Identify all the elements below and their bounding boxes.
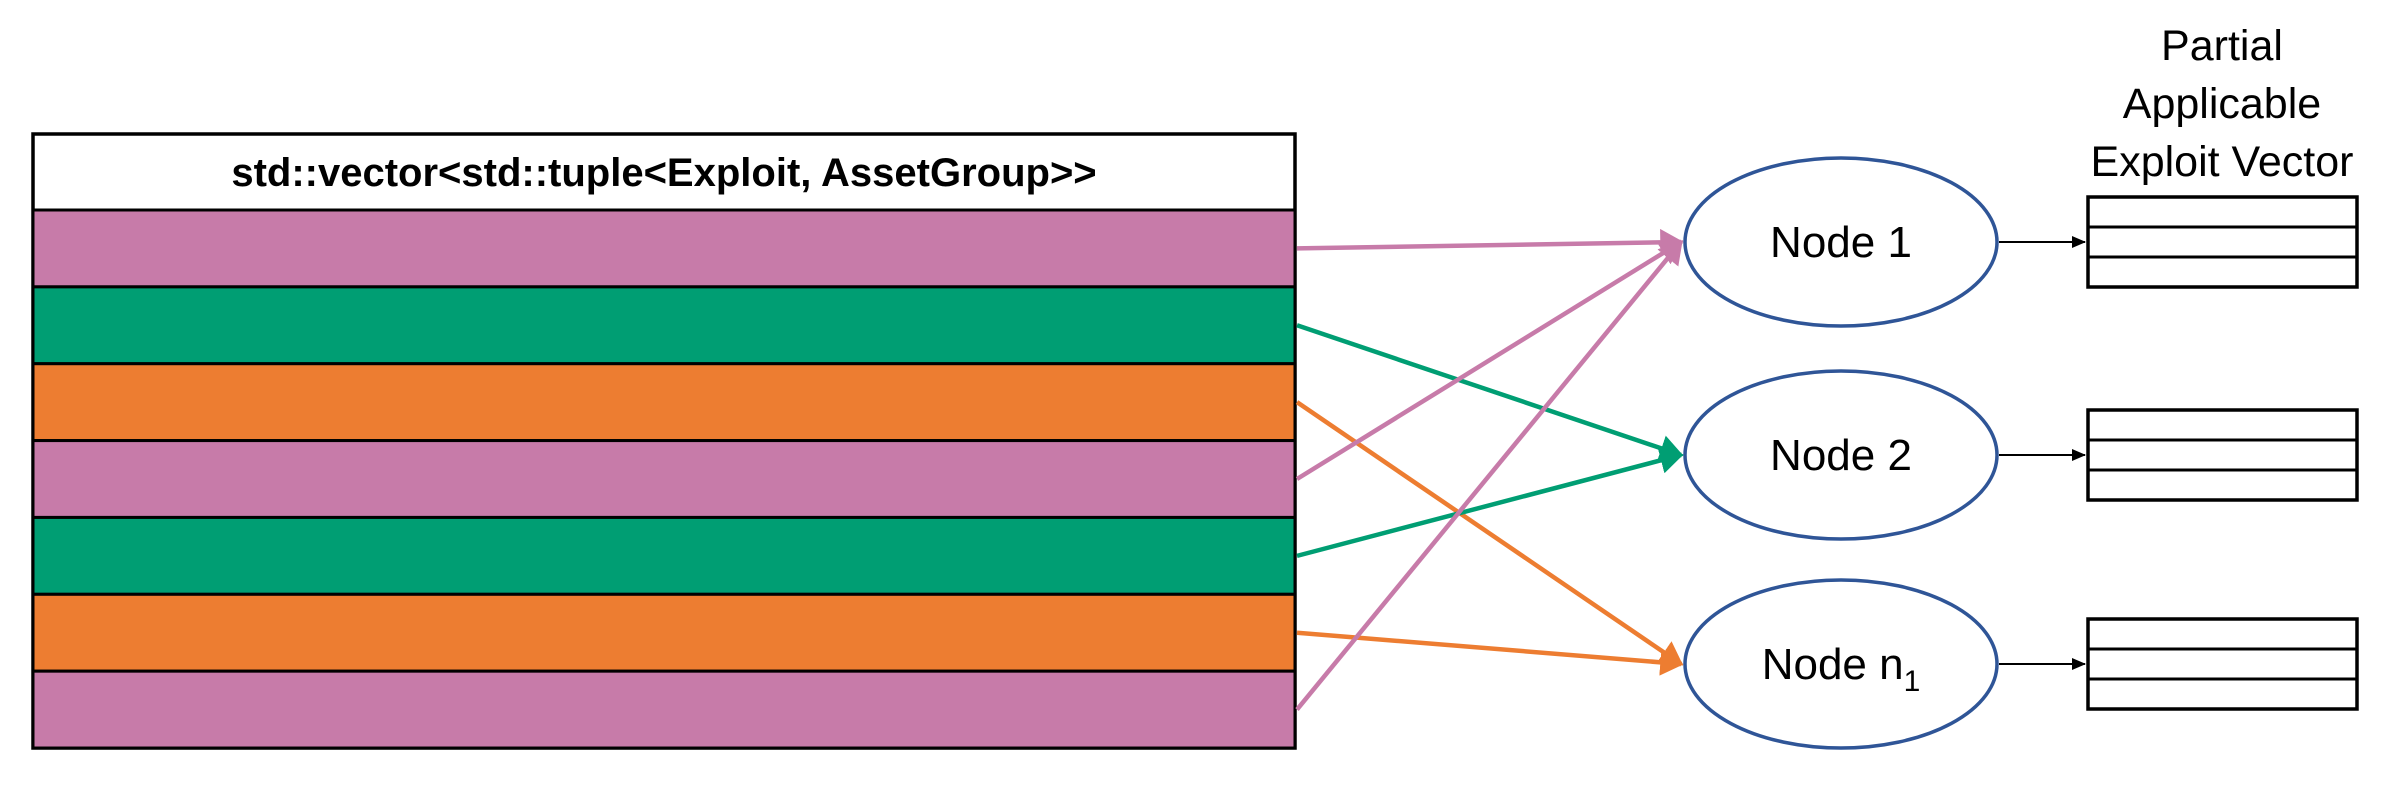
tuple-row-2	[31, 285, 1297, 366]
partial-vector-border	[2086, 408, 2359, 502]
node-label: Node n1	[1762, 640, 1921, 698]
mapping-arrow-row3-to-node3	[1295, 400, 1684, 666]
mapping-arrow-row2-to-node2	[1296, 323, 1684, 462]
mapping-arrow-row7-to-node1	[1295, 239, 1683, 712]
node-output-arrows	[1999, 236, 2086, 670]
mapping-arrow-row6-to-node3	[1296, 630, 1684, 676]
partial-exploit-vector-table-1	[2086, 195, 2359, 289]
vector-rows	[31, 208, 1297, 750]
tuple-row-5	[31, 515, 1297, 596]
node-ellipse	[1683, 578, 1999, 750]
partial-exploit-vector-table-2	[2086, 408, 2359, 502]
tuple-row-7	[31, 669, 1297, 750]
mapping-arrows	[1295, 228, 1684, 712]
node-label: Node 1	[1770, 218, 1912, 267]
node-ellipses: Node 1 Node 2 Node n1	[1683, 156, 1999, 750]
tuple-row-4	[31, 439, 1297, 519]
mapping-arrow-row4-to-node1	[1295, 240, 1684, 481]
mapping-arrow-row1-to-node1	[1296, 228, 1684, 256]
output-title-line: Exploit Vector	[2091, 138, 2354, 186]
partial-exploit-vector-table-3	[2086, 617, 2359, 711]
mapping-arrow-row5-to-node2	[1296, 447, 1684, 559]
node-group-3: Node n1	[1683, 578, 1999, 750]
output-title-line: Partial	[2161, 22, 2283, 70]
node-group-1: Node 1	[1683, 156, 1999, 328]
output-title-line: Applicable	[2123, 80, 2321, 128]
partial-vector-border	[2086, 617, 2359, 711]
partial-exploit-vector-tables	[2086, 195, 2359, 711]
node-ellipse	[1683, 369, 1999, 541]
exploit-vector-table: std::vector<std::tuple<Exploit, AssetGro…	[31, 132, 1297, 750]
node-ellipse	[1683, 156, 1999, 328]
tuple-row-1	[31, 208, 1297, 289]
tuple-row-6	[31, 592, 1297, 673]
node-group-2: Node 2	[1683, 369, 1999, 541]
tuple-row-3	[31, 362, 1297, 443]
partial-vector-border	[2086, 195, 2359, 289]
vector-table-header: std::vector<std::tuple<Exploit, AssetGro…	[231, 151, 1096, 195]
output-title: Partial Applicable Exploit Vector	[2091, 22, 2354, 186]
node-label: Node 2	[1770, 431, 1912, 480]
